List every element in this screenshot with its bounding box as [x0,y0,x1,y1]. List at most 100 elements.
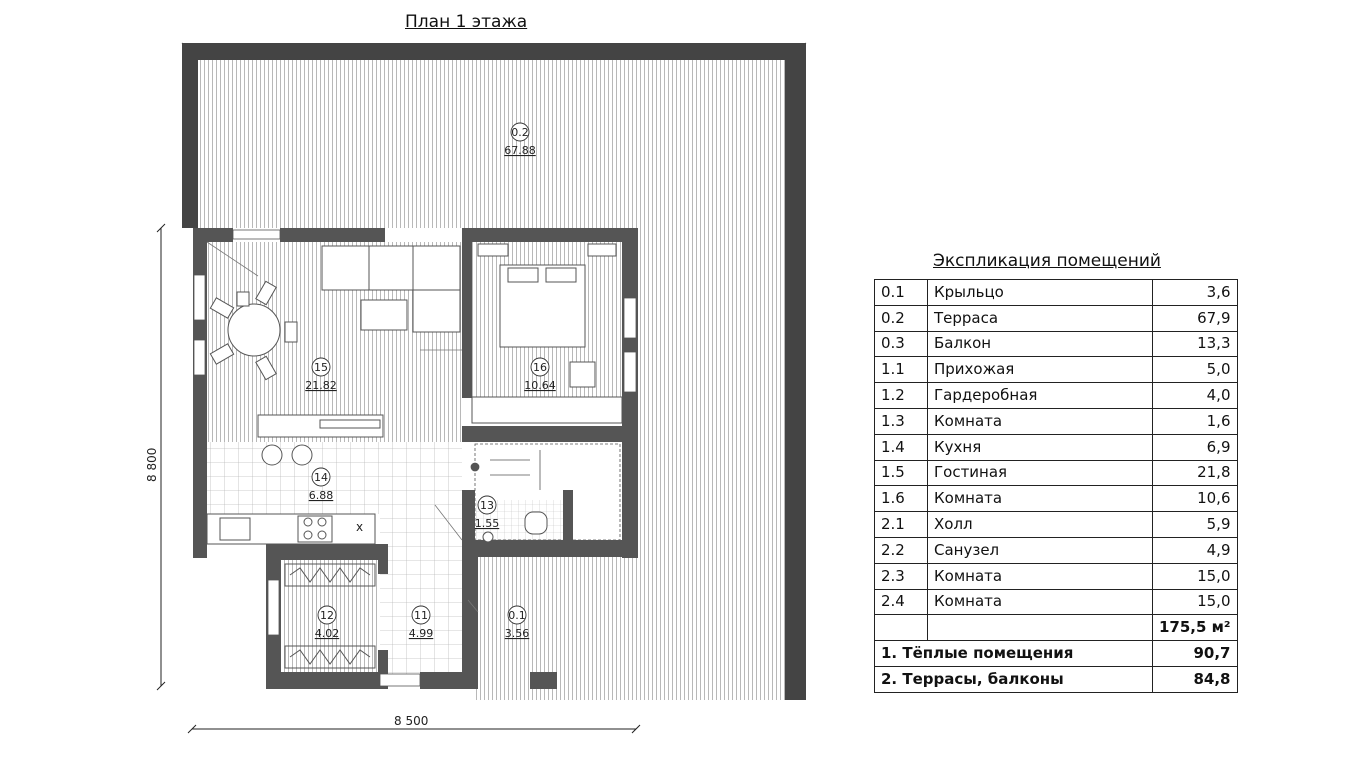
plan-title: План 1 этажа [405,12,528,32]
stairs [470,443,621,541]
kitchen-furniture [206,414,384,545]
room-name: Санузел [927,536,1153,564]
room-number: 1.6 [874,485,928,513]
room-tag-circle [530,357,550,377]
room-number: 1.1 [874,356,928,384]
room-number: 0.3 [874,330,928,358]
room-area: 10,6 [1152,485,1238,513]
room-name: Кухня [927,433,1153,461]
room-number: 2.3 [874,562,928,590]
room-tag-number: 0.2 [511,126,529,139]
total-row: 175,5 м² [874,614,1238,642]
room-area: 1,6 [1152,407,1238,435]
room-tag-circle [311,357,331,377]
room-name: Балкон [927,330,1153,358]
room-tag-number: 16 [533,361,547,374]
dimension-vertical-label: 8 800 [145,448,159,482]
explication-title: Экспликация помещений [933,251,1161,271]
total-empty-name [927,614,1153,642]
room-tag-number: 11 [414,609,428,622]
dimension-vertical [156,223,166,691]
room-tag-number: 15 [314,361,328,374]
room-tag-number: 13 [480,499,494,512]
room-number: 1.4 [874,433,928,461]
room-name: Прихожая [927,356,1153,384]
room-area: 5,9 [1152,511,1238,538]
stove-mark: x [356,520,363,534]
summary-value: 84,8 [1152,665,1238,693]
wardrobes [284,563,376,669]
room-tag: 16 10.64 [524,357,556,392]
summary-label: 2. Террасы, балконы [874,665,1153,693]
room-area: 4,0 [1152,382,1238,409]
room-area: 21,8 [1152,459,1238,487]
room-area: 5,0 [1152,356,1238,384]
room-name: Гостиная [927,459,1153,487]
windows [193,229,637,687]
room-number: 0.1 [874,279,928,306]
total-area: 175,5 м² [1152,614,1238,642]
room-tag-circle [317,605,337,625]
room-tag-number: 0.1 [508,609,526,622]
room-number: 1.2 [874,382,928,409]
room-tag-area: 67.88 [504,144,536,157]
dining-table [209,280,298,381]
room-tag-area: 6.88 [309,489,334,502]
room-number: 2.2 [874,536,928,564]
room-tag: 0.1 3.56 [505,605,530,640]
room-tag-circle [411,605,431,625]
terrace-deck [181,42,807,700]
room-tag-number: 14 [314,471,328,484]
room-area: 3,6 [1152,279,1238,306]
dimension-horizontal [187,724,641,734]
room-tag: 114.99 [409,605,434,640]
room-name: Гардеробная [927,382,1153,409]
room-tag-area: 3.56 [505,627,530,640]
room-name: Комната [927,588,1153,616]
room-tag-area: 10.64 [524,379,556,392]
room-tag-area: 1.55 [475,517,500,530]
room-area: 6,9 [1152,433,1238,461]
dimension-horizontal-label: 8 500 [394,714,428,728]
room-tag-number: 12 [320,609,334,622]
room-tag-circle [311,467,331,487]
room-tag-area: 4.99 [409,627,434,640]
room-tags: 0.267.881521.821610.64146.88131.55124.02… [305,122,556,640]
room-tag: 124.02 [315,605,340,640]
summary-label: 1. Тёплые помещения [874,640,1153,667]
room-name: Крыльцо [927,279,1153,306]
room-area: 67,9 [1152,304,1238,332]
room-tag: 146.88 [309,467,334,502]
room-number: 0.2 [874,304,928,332]
room-tag-circle [510,122,530,142]
summary-value: 90,7 [1152,640,1238,667]
room-number: 1.3 [874,407,928,435]
room-tag-area: 21.82 [305,379,337,392]
room-tag-area: 4.02 [315,627,340,640]
bed [471,243,623,424]
room-tag-circle [477,495,497,515]
room-tag: 0.2 67.88 [504,122,536,157]
room-area: 15,0 [1152,588,1238,616]
room-name: Комната [927,485,1153,513]
room-area: 4,9 [1152,536,1238,564]
room-name: Холл [927,511,1153,538]
room-number: 1.5 [874,459,928,487]
room-area: 13,3 [1152,330,1238,358]
room-tag: 131.55 [475,495,500,530]
